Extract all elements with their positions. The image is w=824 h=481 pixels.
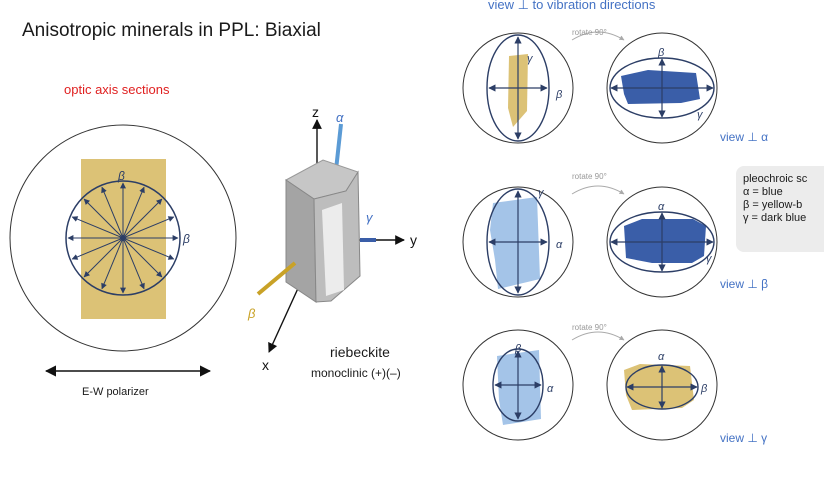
beta-label: β (700, 383, 708, 395)
alpha-label: α (658, 201, 665, 213)
view-perp-alpha-label: view ⊥ α (720, 130, 769, 144)
alpha-vector (334, 123, 343, 171)
view-perp-gamma-label: view ⊥ γ (720, 431, 768, 445)
beta-label: β (657, 47, 665, 59)
beta-label-crystal: β (247, 306, 256, 321)
grain-light-blue (490, 197, 540, 289)
alpha-label: α (658, 351, 665, 363)
rotate-arrow (571, 185, 625, 195)
pleochroic-gamma: γ = dark blue (743, 212, 807, 224)
rotate-label: rotate 90° (572, 28, 607, 37)
indicatrix-ellipse (492, 348, 544, 422)
grain-dark-blue (624, 219, 706, 263)
beta-label-top: β (117, 169, 125, 183)
gamma-label: γ (706, 253, 713, 265)
indicatrix-ellipse (609, 211, 715, 273)
pleochroic-heading: pleochroic sc (743, 173, 808, 185)
alpha-label: α (336, 110, 344, 125)
rotate-arrow (571, 31, 625, 41)
mineral-name: riebeckite (330, 344, 390, 360)
beta-label-right: β (182, 232, 190, 246)
pleochroic-alpha: α = blue (743, 186, 783, 198)
field-of-view-circle (9, 124, 237, 352)
view-perp-beta-label: view ⊥ β (720, 277, 769, 291)
isotropic-star (67, 182, 179, 294)
indicatrix-ellipse (486, 188, 550, 296)
row-view-gamma: β α rotate 90° α β (462, 323, 718, 441)
gamma-label: γ (366, 210, 374, 225)
row-view-beta: γ α rotate 90° α γ (462, 172, 718, 298)
pleochroic-beta: β = yellow-b (743, 199, 803, 211)
rotate-label: rotate 90° (572, 323, 607, 332)
x-axis-label: x (262, 357, 269, 373)
crystal-model: z y x α γ β (247, 104, 417, 373)
indicatrix-ellipse (486, 34, 550, 142)
y-axis-label: y (410, 232, 417, 248)
rotate-arrow (571, 331, 625, 341)
optic-axis-circle (65, 180, 181, 296)
fov-circle (606, 329, 718, 441)
grain-dark-blue (621, 70, 700, 104)
indicatrix-ellipse (625, 364, 699, 410)
fov-circle (462, 32, 574, 144)
fov-circle (606, 32, 718, 144)
beta-label: β (514, 343, 522, 355)
crystal-highlight (322, 203, 344, 296)
fov-circle (462, 186, 574, 298)
fov-circle (606, 186, 718, 298)
polarizer-label: E-W polarizer (82, 386, 149, 398)
rotate-label: rotate 90° (572, 172, 607, 181)
gamma-label: γ (697, 109, 704, 121)
row-view-alpha: γ β rotate 90° β γ (462, 28, 718, 144)
fov-circle (462, 329, 574, 441)
crystal-left-face (285, 179, 317, 303)
gamma-label: γ (527, 53, 534, 65)
optic-axis-center (120, 235, 126, 241)
top-caption: view ⊥ to vibration directions (488, 0, 656, 12)
alpha-label: α (556, 239, 563, 251)
gamma-label: γ (538, 187, 545, 199)
optic-axis-label: optic axis sections (64, 82, 170, 97)
beta-label: β (555, 89, 563, 101)
pleochroic-scheme-box: pleochroic sc α = blue β = yellow-b γ = … (736, 166, 824, 252)
alpha-label: α (547, 383, 554, 395)
beta-vector (256, 261, 297, 296)
slide-title: Anisotropic minerals in PPL: Biaxial (22, 20, 321, 41)
indicatrix-ellipse (609, 57, 715, 119)
z-axis-label: z (312, 104, 319, 120)
optic-axis-section: β β (9, 124, 237, 377)
mineral-system: monoclinic (+)(–) (311, 366, 401, 380)
